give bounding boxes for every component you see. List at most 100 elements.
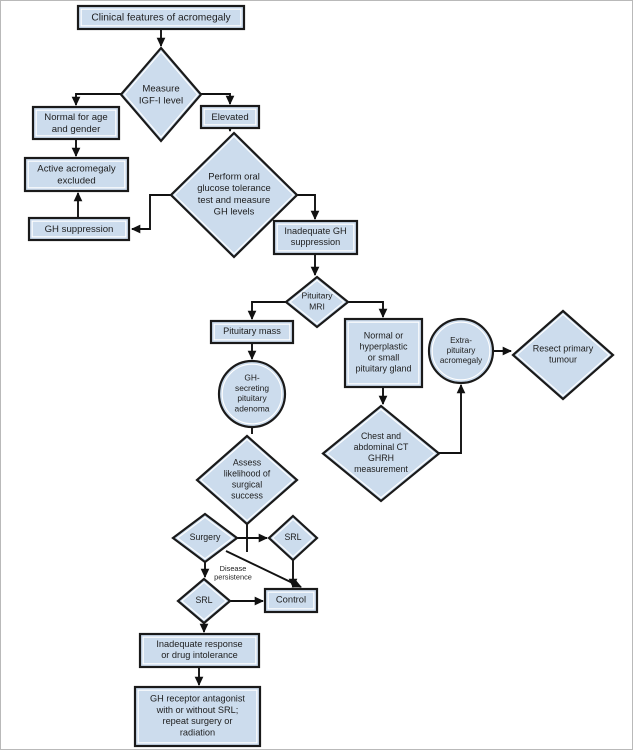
- node-inner-outline: [123, 51, 199, 138]
- node-label: Pituitary mass: [223, 326, 281, 336]
- node-ghsup[interactable]: GH suppression: [27, 216, 131, 242]
- edges-layer: [71, 29, 512, 686]
- node-shape: [272, 219, 359, 256]
- node-inner-outline: [142, 636, 257, 665]
- edge-chestct-to-extrapit: [439, 384, 466, 454]
- edge-ogtt-to-inadeqgh: [297, 194, 320, 220]
- node-inner-outline: [181, 581, 227, 621]
- edge-mri-to-normalhyp: [348, 301, 388, 318]
- node-inner-outline: [173, 135, 295, 255]
- node-shape: [217, 359, 287, 429]
- node-shape: [27, 216, 131, 242]
- node-inner-outline: [27, 160, 126, 189]
- node-shape: [23, 156, 130, 193]
- node-shape: [321, 404, 441, 503]
- node-shape: [511, 309, 615, 401]
- node-shape: [31, 105, 121, 141]
- node-shape: [119, 46, 203, 143]
- node-inner-outline: [199, 438, 295, 522]
- node-shape: [427, 317, 495, 385]
- node-shape: [209, 319, 295, 345]
- node-inner-outline: [35, 109, 117, 137]
- node-label: SRL: [195, 595, 212, 605]
- node-inner-outline: [347, 321, 420, 385]
- node-control[interactable]: Control: [263, 587, 319, 614]
- node-shape: [267, 514, 319, 562]
- node-inner-outline: [176, 516, 234, 560]
- edge-measure-to-elevated: [201, 93, 235, 105]
- node-inner-outline: [203, 108, 257, 126]
- node-shape: [176, 577, 232, 625]
- node-shape: [138, 632, 261, 669]
- node-label: Surgery: [190, 532, 221, 542]
- node-shape: [169, 131, 299, 259]
- node-shape: [343, 317, 424, 389]
- node-inner-outline: [515, 313, 611, 397]
- node-shape: [171, 512, 239, 564]
- node-shape: [76, 4, 246, 31]
- node-pitmass[interactable]: Pituitary mass: [209, 319, 295, 345]
- node-srl_left[interactable]: SRL: [176, 577, 232, 625]
- node-shape: [284, 275, 350, 329]
- edge-mri-to-pitmass: [247, 301, 286, 320]
- node-inner-outline: [289, 279, 345, 325]
- edge-surgery-to-control: [225, 550, 302, 588]
- edge-measure-to-normal: [71, 93, 121, 106]
- node-inner-outline: [31, 220, 127, 238]
- node-label: Clinical features of acromegaly: [91, 12, 231, 23]
- node-shape: [263, 587, 319, 614]
- node-surgery[interactable]: Surgery: [171, 512, 239, 564]
- node-label: Control: [276, 594, 306, 605]
- node-elevated[interactable]: Elevated: [199, 104, 261, 130]
- node-inner-outline: [137, 689, 258, 744]
- node-inner-outline: [326, 408, 436, 499]
- node-clinical[interactable]: Clinical features of acromegaly: [76, 4, 246, 31]
- node-inner-outline: [267, 591, 315, 610]
- node-inner-outline: [80, 8, 242, 27]
- node-inner-outline: [271, 518, 315, 558]
- node-label: Elevated: [211, 112, 248, 123]
- node-label: SRL: [284, 532, 301, 542]
- node-srl_right[interactable]: SRL: [267, 514, 319, 562]
- node-inner-outline: [431, 321, 491, 381]
- edge-ogtt-to-ghsup: [131, 194, 171, 234]
- node-inner-outline: [276, 223, 355, 252]
- node-label: GH suppression: [45, 224, 114, 235]
- node-shape: [199, 104, 261, 130]
- node-shape: [133, 685, 262, 748]
- node-inner-outline: [221, 363, 283, 425]
- node-shape: [195, 434, 299, 526]
